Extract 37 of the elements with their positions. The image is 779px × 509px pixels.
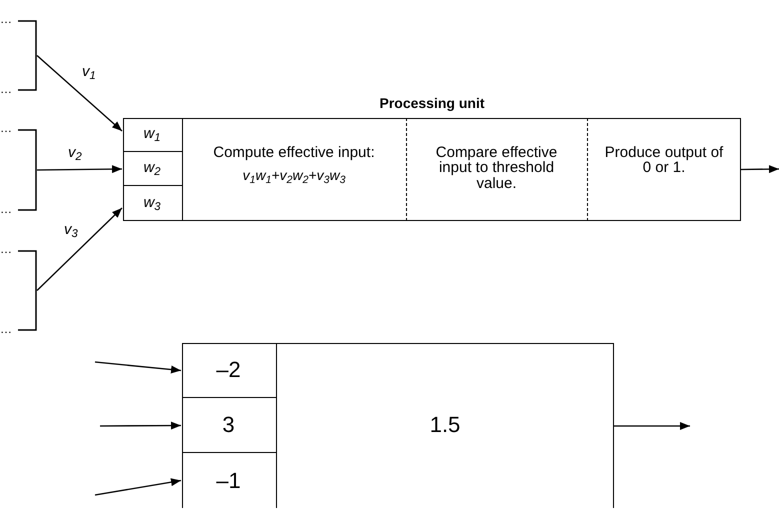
bracket <box>18 129 37 211</box>
arrow <box>36 208 122 291</box>
neuron-box <box>182 343 614 508</box>
arrow <box>94 478 182 496</box>
weight-value: 3 <box>222 411 235 439</box>
ellipsis: … <box>0 13 12 25</box>
weight-cell <box>122 152 182 186</box>
weight-cell <box>122 118 182 152</box>
step-text: Compare effective input to threshold value. <box>434 144 558 192</box>
arrow <box>100 422 181 430</box>
arrow <box>741 165 779 174</box>
step-text: 1.5 <box>430 413 460 437</box>
bracket <box>18 250 37 331</box>
ellipsis: … <box>0 243 12 255</box>
arrow <box>94 361 182 374</box>
ellipsis: … <box>0 122 12 134</box>
arrow <box>36 55 122 132</box>
bracket <box>18 20 37 91</box>
unit-heading: Processing unit <box>379 94 485 113</box>
weight-value: w$_{1}$ <box>143 124 161 146</box>
edge-label: v$_{2}$ <box>68 145 82 160</box>
arrow <box>614 422 690 430</box>
weight-value: –2 <box>216 356 241 384</box>
edge-label: v$_{3}$ <box>64 222 78 237</box>
formula: v$_{1}$w$_{1}$+v$_{2}$w$_{2}$+v$_{3}$w$_{3}$ <box>242 168 346 183</box>
weight-value: –1 <box>216 466 241 494</box>
weight-value: w$_{2}$ <box>143 158 161 180</box>
edge-label: v$_{1}$ <box>82 64 96 79</box>
ellipsis: … <box>0 323 12 335</box>
step-text: Produce output of 0 or 1. <box>604 144 724 176</box>
weight-cell <box>182 398 276 452</box>
arrow <box>37 165 122 174</box>
weight-cell <box>182 342 276 398</box>
weight-value: w$_{3}$ <box>143 192 161 214</box>
ellipsis: … <box>0 203 12 215</box>
step-text: Compute effective input: <box>213 144 375 160</box>
ellipsis: … <box>0 83 12 95</box>
